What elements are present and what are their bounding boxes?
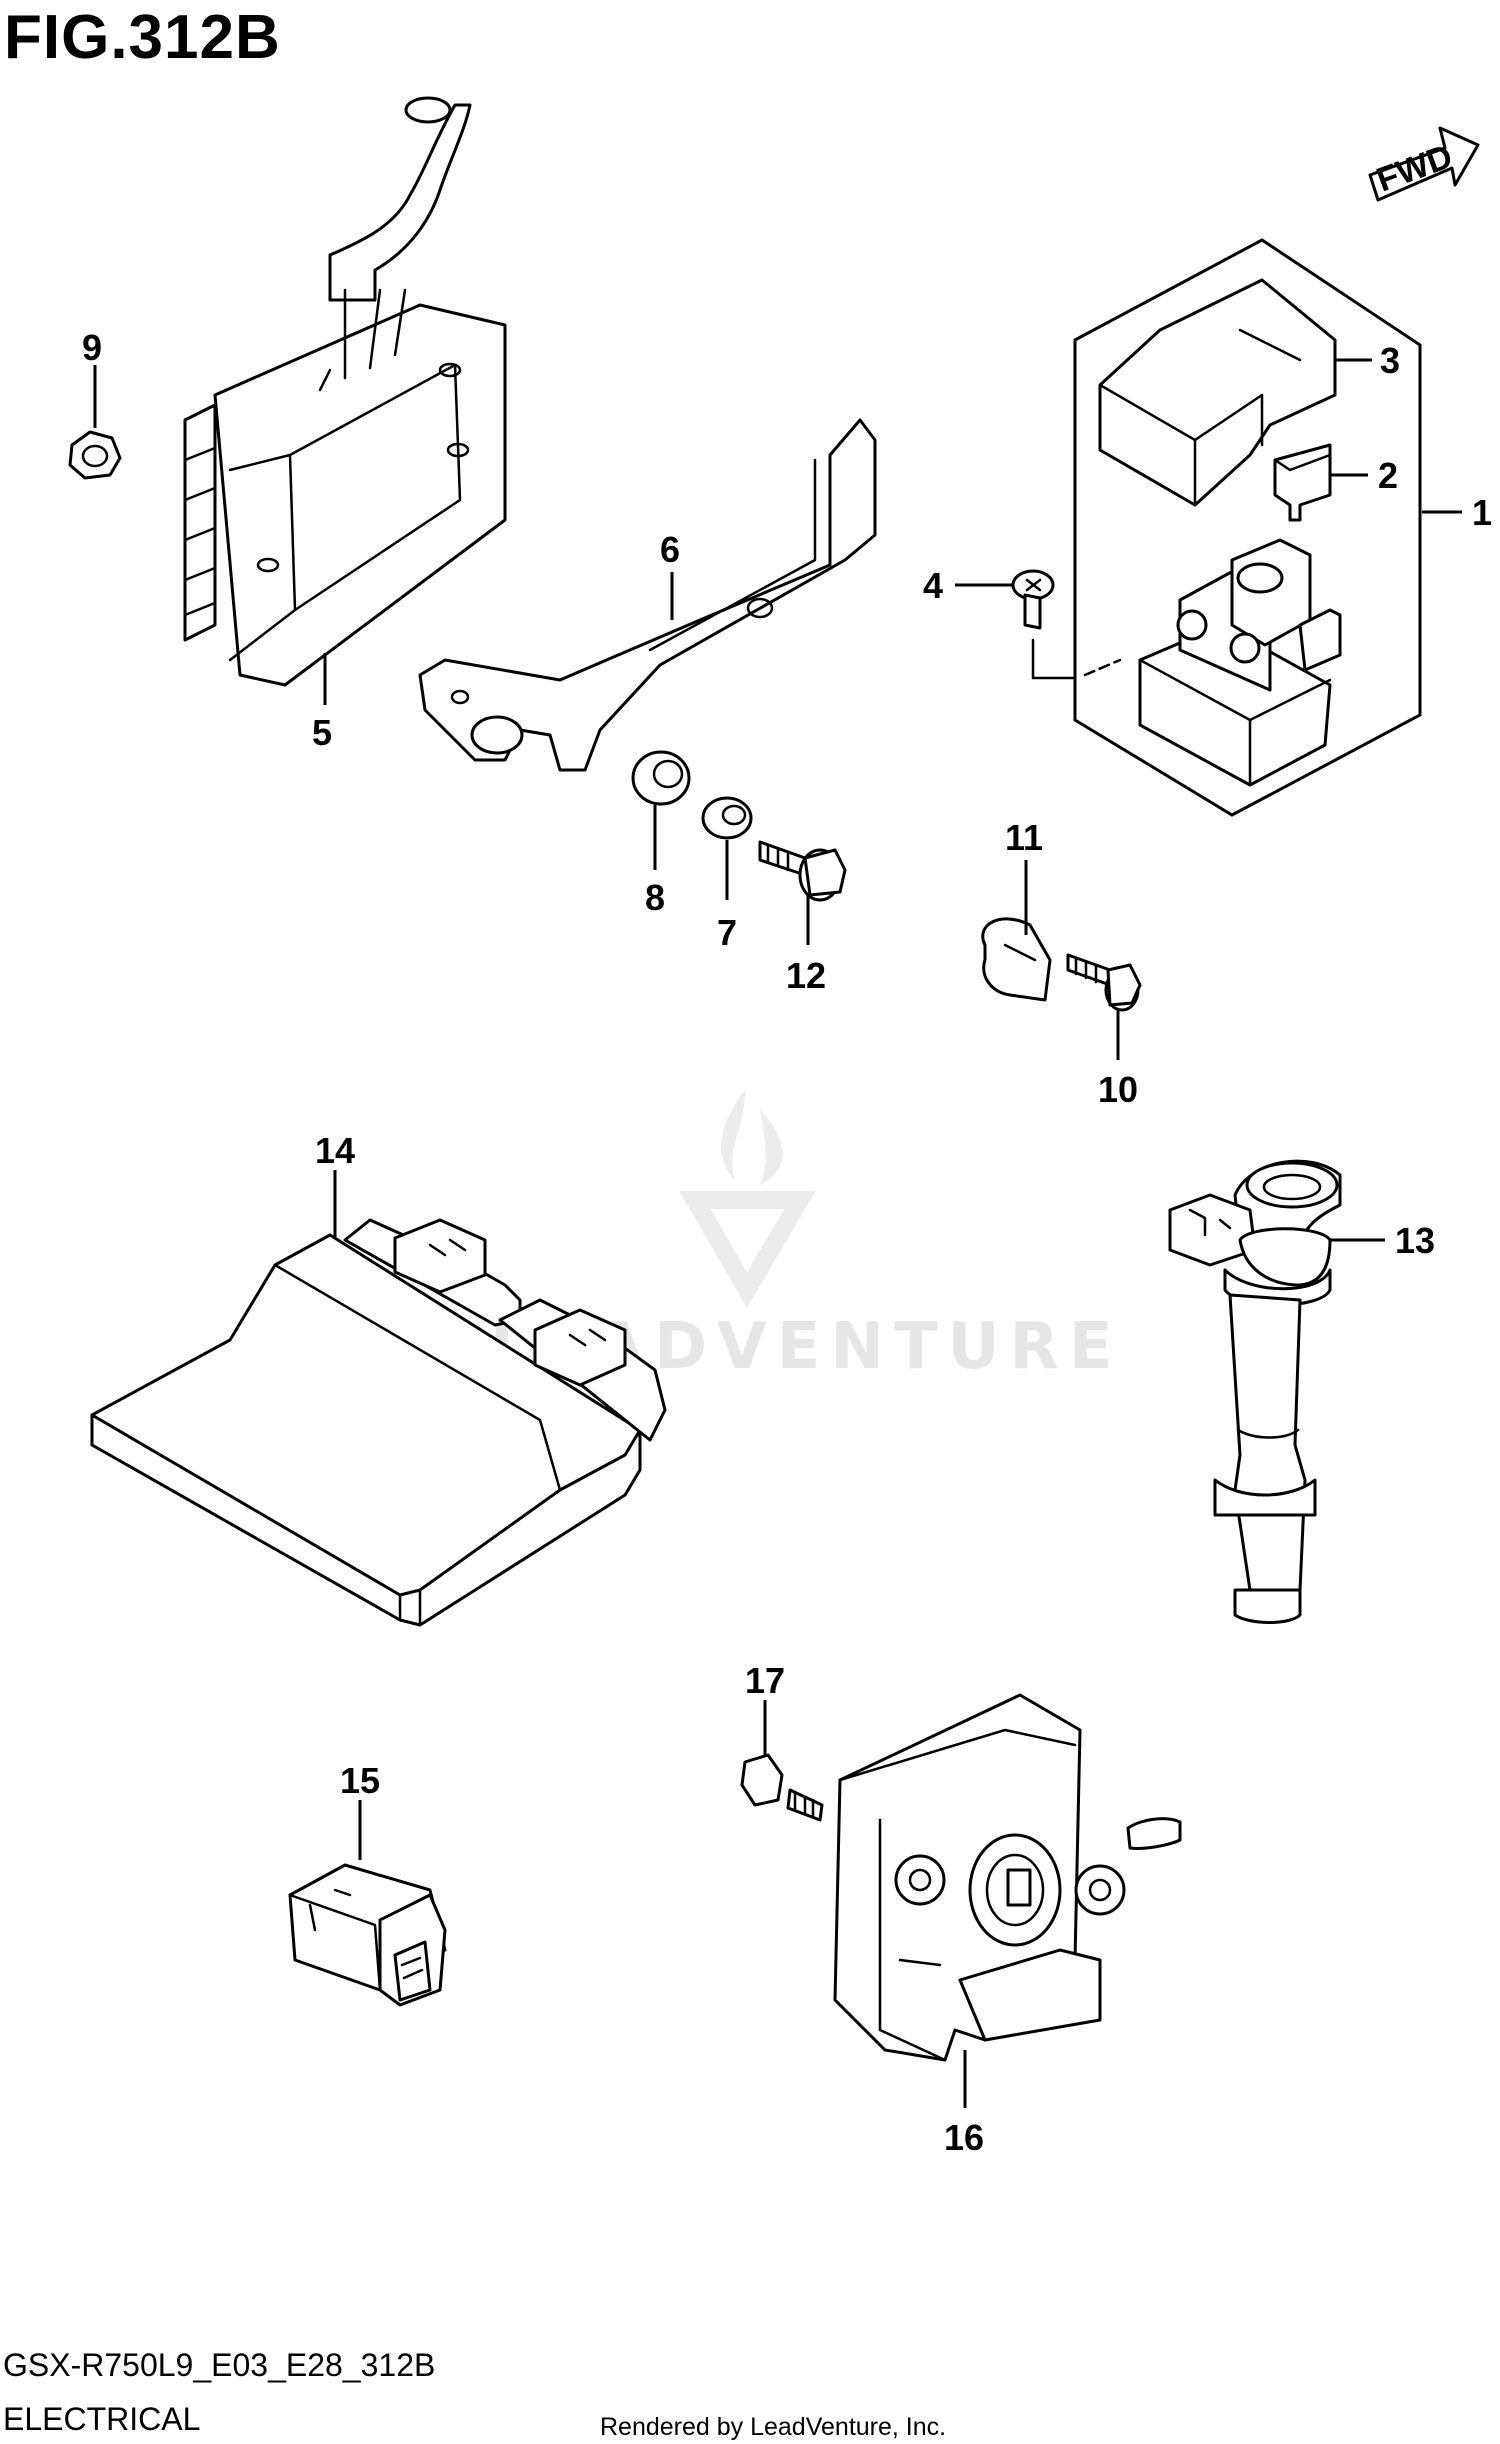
fwd-label: FWD [1372, 137, 1458, 199]
callout-4: 4 [923, 565, 943, 606]
callout-16: 16 [944, 2117, 984, 2158]
callout-6: 6 [660, 529, 680, 570]
callout-10: 10 [1098, 1069, 1138, 1110]
section-name: ELECTRICAL [3, 2401, 200, 2437]
part-8-grommet [631, 750, 691, 806]
part-7-collar [701, 796, 753, 840]
callout-12: 12 [786, 955, 826, 996]
callout-1: 1 [1472, 492, 1492, 533]
part-4-screw [1011, 569, 1122, 680]
part-1-assembly-outline [1073, 238, 1422, 817]
callout-14: 14 [315, 1130, 355, 1171]
rendered-by-credit: Rendered by LeadVenture, Inc. [600, 2413, 946, 2441]
callout-9: 9 [82, 327, 102, 368]
part-9-nut [68, 430, 122, 480]
part-5-regulator-rectifier [183, 96, 507, 687]
part-14-ecm [90, 1218, 667, 1627]
part-13-ignition-coil [1168, 1159, 1342, 1624]
callout-3: 3 [1380, 340, 1400, 381]
part-3-relay-cover [1098, 278, 1337, 507]
figure-title: FIG.312B [4, 3, 281, 72]
part-15-sensor [288, 1863, 447, 2007]
callout-13: 13 [1395, 1220, 1435, 1261]
part-17-bolt [740, 1753, 824, 1822]
fwd-arrow-icon: FWD [1368, 126, 1480, 202]
callout-labels: 1 2 3 4 5 6 7 8 9 10 11 12 13 14 15 16 1… [82, 327, 1492, 2158]
part-6-bracket [418, 418, 877, 772]
model-code: GSX-R750L9_E03_E28_312B [3, 2347, 435, 2383]
callout-5: 5 [312, 712, 332, 753]
part-1-starter-relay [1138, 538, 1342, 787]
part-12-bolt [758, 840, 847, 902]
part-16-sensor-unit [833, 1693, 1182, 2062]
callout-2: 2 [1378, 455, 1398, 496]
callout-17: 17 [745, 1660, 785, 1701]
part-11-clamp [981, 917, 1052, 1002]
callout-11: 11 [1005, 817, 1043, 858]
leader-lines [93, 358, 1462, 2108]
part-2-fuse [1273, 443, 1332, 522]
callout-7: 7 [717, 912, 737, 953]
callout-8: 8 [645, 877, 665, 918]
callout-15: 15 [340, 1760, 380, 1801]
part-10-bolt [1066, 953, 1142, 1012]
